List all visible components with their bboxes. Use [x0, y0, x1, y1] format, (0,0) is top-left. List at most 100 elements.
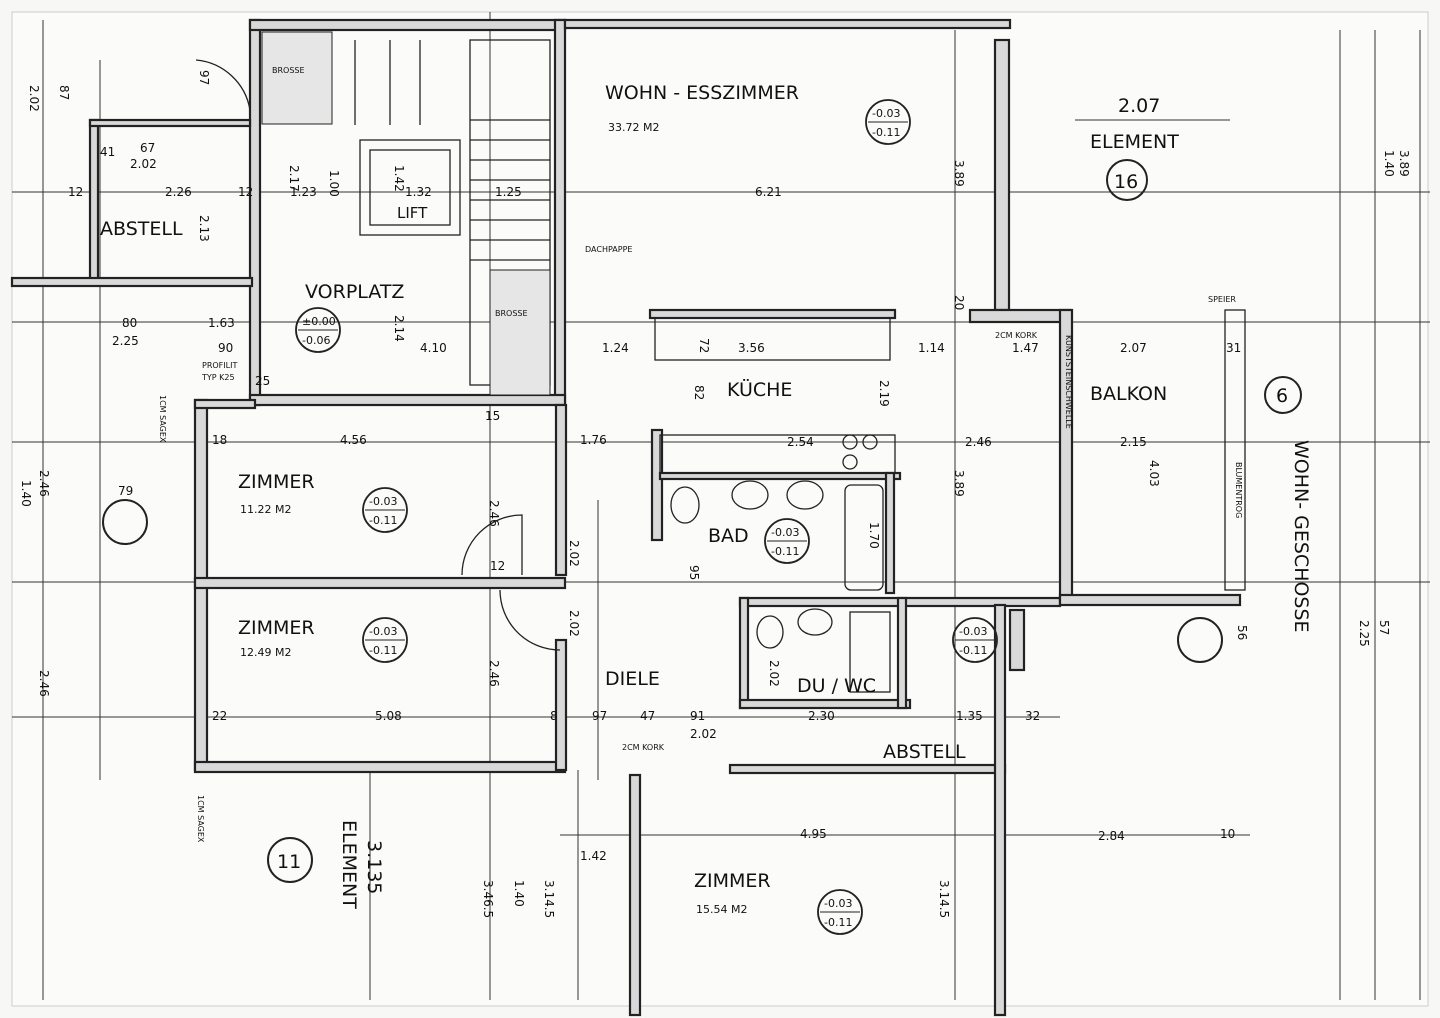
dimension-label: 12 [238, 185, 253, 199]
level-marker: ±0.00-0.06 [295, 307, 341, 353]
dimension-label: 2.17 [287, 165, 301, 192]
note-kork: 2CM KORK [622, 743, 665, 752]
level-top: ±0.00 [302, 315, 336, 328]
room-balkon: BALKON [1090, 383, 1167, 405]
dimension-label: 2.19 [877, 380, 891, 407]
dimension-label: 2.02 [27, 85, 41, 112]
dimension-label: 2.02 [690, 727, 717, 741]
dimension-lines [12, 12, 1430, 1000]
dimension-label: 2.14 [392, 315, 406, 342]
dimension-label: 1.40 [19, 480, 33, 507]
note-sagex: 1CM SAGEX [196, 795, 205, 843]
note-blumentrog: BLUMENTROG [1234, 462, 1243, 518]
dimension-label: 97 [197, 70, 211, 85]
level-bottom: -0.11 [369, 644, 397, 657]
note-kork: 2CM KORK [995, 331, 1038, 340]
level-top: -0.03 [824, 897, 852, 910]
room-lift: LIFT [397, 204, 428, 222]
dimension-label: 25 [255, 374, 270, 388]
element-marker [1106, 159, 1148, 201]
dimension-label: 2.25 [1357, 620, 1371, 647]
room-abstell: ABSTELL [883, 741, 966, 763]
dimension-label: 3.89 [952, 470, 966, 497]
dimension-label: 2.46 [37, 470, 51, 497]
dimension-label: 1.25 [495, 185, 522, 199]
dimension-label: 4.56 [340, 433, 367, 447]
dimension-label: 3.46.5 [481, 880, 495, 918]
dimension-label: 12 [68, 185, 83, 199]
dimension-label: 2.46 [487, 660, 501, 687]
note-speier: SPEIER [1208, 295, 1236, 304]
section-marker [102, 499, 148, 545]
dimension-label: 1.47 [1012, 341, 1039, 355]
sheet-border [11, 11, 1429, 1007]
dimension-label: 1.14 [918, 341, 945, 355]
level-top: -0.03 [771, 526, 799, 539]
dimension-label: 67 [140, 141, 155, 155]
note-sagex: 1CM SAGEX [158, 395, 167, 443]
dimension-label: 91 [690, 709, 705, 723]
dimension-label: 1.63 [208, 316, 235, 330]
level-bottom: -0.11 [959, 644, 987, 657]
dimension-label: 12 [490, 559, 505, 573]
level-markers: -0.03 -0.11 ±0.00-0.06 -0.03 -0.11 -0.03 -0.11… [295, 99, 998, 935]
room-area: 15.54 M2 [696, 903, 747, 916]
dimension-label: 1.24 [602, 341, 629, 355]
level-bottom: -0.11 [872, 126, 900, 139]
dimension-label: 1.00 [327, 170, 341, 197]
dimension-label: 80 [122, 316, 137, 330]
dimension-label: 97 [592, 709, 607, 723]
dimension-label: 3.56 [738, 341, 765, 355]
note-wohngeschosse: WOHN- GESCHOSSE [1290, 440, 1312, 633]
room-vorplatz: VORPLATZ [305, 281, 404, 303]
dimension-label: 5.08 [375, 709, 402, 723]
dimension-label: 2.13 [197, 215, 211, 242]
element-dimension: 2.07 [1118, 95, 1160, 117]
room-du-wc: DU / WC [797, 675, 876, 697]
dimension-label: 2.46 [965, 435, 992, 449]
section-marker [1264, 376, 1302, 414]
level-bottom: -0.11 [771, 545, 799, 558]
level-bottom: -0.11 [369, 514, 397, 527]
level-marker: -0.03 -0.11 [764, 518, 810, 564]
note-brosse: BROSSE [495, 309, 528, 318]
note-kunststeinschwelle: KUNSTSTEINSCHWELLE [1064, 335, 1073, 429]
room-area: 11.22 M2 [240, 503, 291, 516]
room-labels: WOHN - ESSZIMMER 33.72 M2 VORPLATZ ABSTE… [100, 82, 1167, 916]
dimension-label: 1.76 [580, 433, 607, 447]
dimension-label: 18 [212, 433, 227, 447]
room-zimmer-3: ZIMMER [694, 870, 771, 892]
dimension-label: 1.42 [392, 165, 406, 192]
dimension-label: 2.02 [767, 660, 781, 687]
room-area: 33.72 M2 [608, 121, 659, 134]
dimension-label: 57 [1377, 620, 1391, 635]
level-bottom: -0.11 [824, 916, 852, 929]
dimension-label: 20 [952, 295, 966, 310]
marker-label: 6 [1276, 385, 1288, 407]
note-profilit-type: TYP K25 [201, 373, 235, 382]
dimension-label: 3.14.5 [937, 880, 951, 918]
dimension-label: 2.02 [130, 157, 157, 171]
element-dimension: 3.135 [363, 840, 385, 894]
level-marker: -0.03-0.11 [865, 99, 911, 145]
dimension-label: 2.25 [112, 334, 139, 348]
level-marker: -0.03 -0.11 [362, 487, 408, 533]
dimension-label: 1.40 [512, 880, 526, 907]
level-top: -0.03 [369, 495, 397, 508]
element-number: 16 [1114, 171, 1138, 193]
dimension-label: 1.42 [580, 849, 607, 863]
level-top: -0.03 [369, 625, 397, 638]
dimension-label: 2.46 [487, 500, 501, 527]
dimension-label: 4.10 [420, 341, 447, 355]
dimension-label: 1.70 [867, 522, 881, 549]
dimension-label: 2.46 [37, 670, 51, 697]
room-bad: BAD [708, 525, 749, 547]
marker-label: 79 [118, 484, 133, 498]
level-marker: -0.03-0.11 [952, 617, 998, 663]
room-abstell: ABSTELL [100, 218, 183, 240]
dimension-label: 41 [100, 145, 115, 159]
dimension-label: 47 [640, 709, 655, 723]
element-label: ELEMENT [338, 820, 360, 909]
